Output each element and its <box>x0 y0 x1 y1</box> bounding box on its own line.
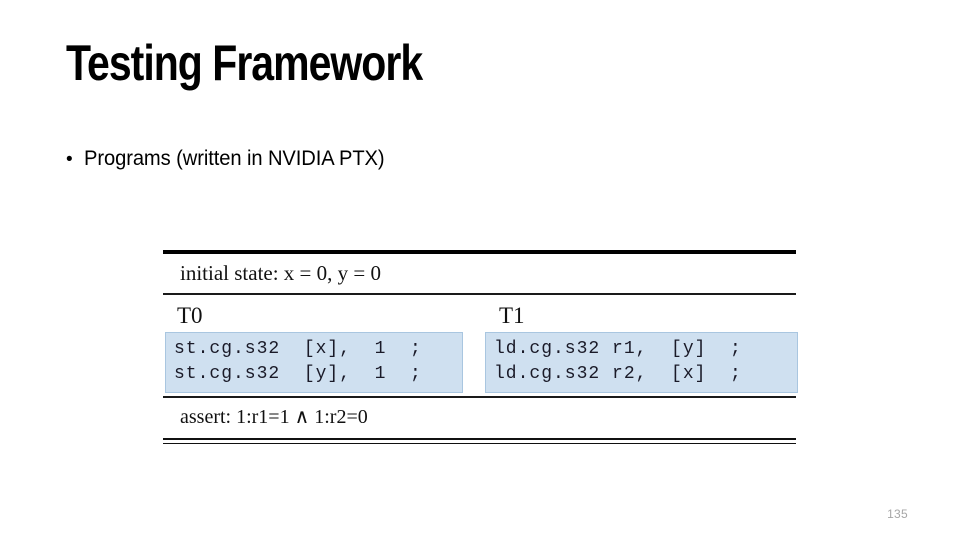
thread-label-t0: T0 <box>177 303 203 328</box>
list-item: • Programs (written in NVIDIA PTX) <box>66 144 886 175</box>
thread-column-t1: T1 ld.cg.s32 r1, [y] ; ld.cg.s32 r2, [x]… <box>485 302 798 393</box>
code-line: ld.cg.s32 r2, [x] ; <box>494 364 742 384</box>
code-block-t0: st.cg.s32 [x], 1 ; st.cg.s32 [y], 1 ; <box>165 332 463 393</box>
page-title: Testing Framework <box>66 35 423 91</box>
thread-column-t0: T0 st.cg.s32 [x], 1 ; st.cg.s32 [y], 1 ; <box>163 302 485 393</box>
code-line: ld.cg.s32 r1, [y] ; <box>494 339 742 359</box>
table-rule-after-threads <box>163 396 796 398</box>
table-bottom-rule <box>163 438 796 444</box>
litmus-test-table: initial state: x = 0, y = 0 T0 st.cg.s32… <box>163 250 798 444</box>
page-number: 135 <box>887 507 908 521</box>
bullet-list: • Programs (written in NVIDIA PTX) <box>66 144 886 175</box>
assert-row: assert: 1:r1=1 ∧ 1:r2=0 <box>180 406 368 428</box>
initial-state-row: initial state: x = 0, y = 0 <box>180 261 381 285</box>
bullet-marker-icon: • <box>66 149 73 170</box>
thread-label-t1: T1 <box>499 303 525 328</box>
table-top-rule <box>163 250 796 254</box>
threads-section: T0 st.cg.s32 [x], 1 ; st.cg.s32 [y], 1 ;… <box>163 295 798 396</box>
threads-row: T0 st.cg.s32 [x], 1 ; st.cg.s32 [y], 1 ;… <box>163 295 798 393</box>
table-rule-after-initial-state <box>163 293 796 295</box>
code-line: st.cg.s32 [x], 1 ; <box>174 339 422 359</box>
code-block-t1: ld.cg.s32 r1, [y] ; ld.cg.s32 r2, [x] ; <box>485 332 798 393</box>
bullet-text: Programs (written in NVIDIA PTX) <box>84 147 385 170</box>
code-line: st.cg.s32 [y], 1 ; <box>174 364 422 384</box>
